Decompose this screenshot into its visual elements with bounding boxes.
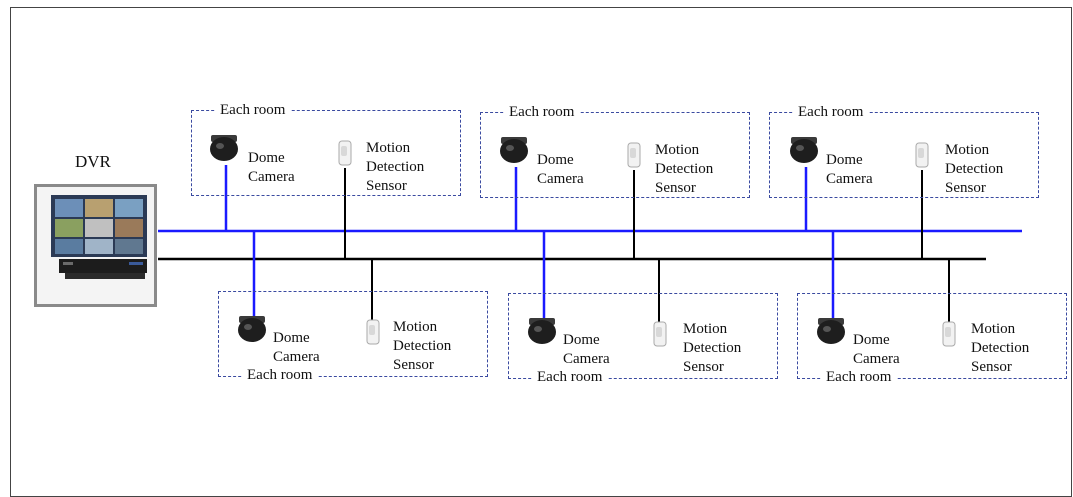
room-title: Each room <box>532 369 608 385</box>
dvr-monitor-icon <box>34 184 157 307</box>
dome-camera-icon <box>817 318 845 344</box>
diagram-frame <box>10 7 1072 497</box>
motion-sensor-icon <box>653 321 667 347</box>
motion-sensor-icon <box>915 142 929 168</box>
dome-camera-icon <box>500 137 528 163</box>
room-box: Each room <box>480 104 750 198</box>
room-box: Each room <box>797 293 1067 385</box>
room-box: Each room <box>508 293 778 385</box>
motion-sensor-icon <box>942 321 956 347</box>
dome-camera-icon <box>210 135 238 161</box>
room-box: Each room <box>191 102 461 196</box>
motion-sensor-icon <box>627 142 641 168</box>
dome-camera-icon <box>528 318 556 344</box>
dvr-label: DVR <box>75 152 111 171</box>
motion-sensor-icon <box>338 140 352 166</box>
room-box: Each room <box>769 104 1039 198</box>
room-title: Each room <box>821 369 897 385</box>
dome-camera-icon <box>790 137 818 163</box>
room-title: Each room <box>215 102 291 118</box>
room-title: Each room <box>242 367 318 383</box>
room-box: Each room <box>218 291 488 383</box>
room-title: Each room <box>793 104 869 120</box>
bus-lines <box>158 165 1022 322</box>
motion-sensor-icon <box>366 319 380 345</box>
room-title: Each room <box>504 104 580 120</box>
dome-camera-icon <box>238 316 266 342</box>
